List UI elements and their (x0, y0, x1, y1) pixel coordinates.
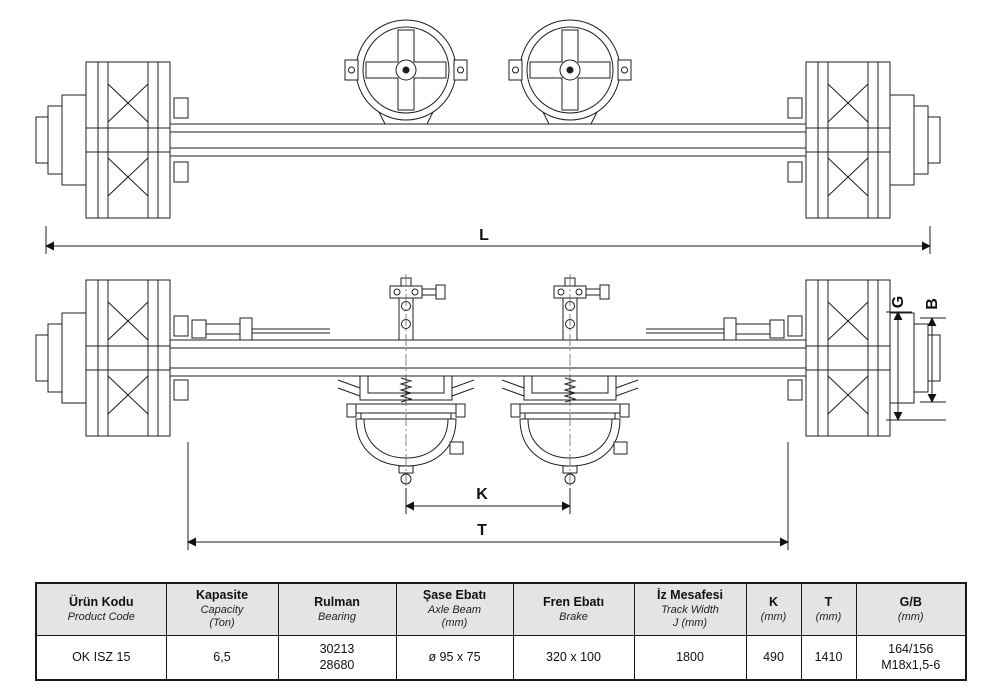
header-subtitle: (mm) (897, 610, 924, 623)
header-axle-beam: Şase Ebatı Axle Beam (mm) (395, 582, 514, 637)
cell-brake: 320 x 100 (512, 635, 635, 681)
dimension-G: G (886, 296, 946, 421)
spec-table-header-row: Ürün Kodu Product Code Kapasite Capacity… (35, 582, 967, 637)
dimension-B: B (920, 298, 946, 403)
cell-k: 490 (745, 635, 802, 681)
header-title: Şase Ebatı (422, 588, 487, 602)
wheel-hub-top-right (787, 61, 941, 219)
header-gb: G/B (mm) (855, 582, 967, 637)
camshaft-right (645, 317, 785, 341)
header-title: Rulman (314, 594, 360, 609)
header-title: K (768, 594, 779, 609)
front-view: G B K (35, 273, 946, 550)
cell-t: 1410 (800, 635, 857, 681)
dimension-L: L (45, 226, 931, 254)
header-subtitle: Axle Beam (427, 603, 482, 616)
header-subtitle: (mm) (815, 610, 842, 623)
header-track-width: İz Mesafesi Track Width J (mm) (633, 582, 747, 637)
header-k: K (mm) (745, 582, 802, 637)
header-title: İz Mesafesi (656, 588, 723, 602)
spec-table: Ürün Kodu Product Code Kapasite Capacity… (35, 582, 967, 681)
cell-gb: 164/156 M18x1,5-6 (855, 635, 967, 681)
cell-track-width: 1800 (633, 635, 747, 681)
spec-table-container: Ürün Kodu Product Code Kapasite Capacity… (0, 570, 1000, 681)
header-subtitle: Brake (559, 610, 588, 623)
wheel-hub-front-right (787, 279, 941, 437)
header-subtitle: Capacity (200, 603, 244, 616)
brake-drum-face-right (508, 19, 632, 125)
header-title: Ürün Kodu (68, 594, 134, 609)
axle-beam-front-view (170, 339, 806, 377)
header-title: G/B (899, 594, 922, 609)
header-unit: (mm) (441, 617, 468, 630)
brake-chamber-right (501, 273, 639, 491)
camshaft-left (191, 317, 331, 341)
header-title: Fren Ebatı (542, 594, 605, 609)
header-product-code: Ürün Kodu Product Code (35, 582, 167, 637)
dim-label-b: B (924, 298, 941, 310)
wheel-hub-front-left (35, 279, 189, 437)
cell-capacity: 6,5 (165, 635, 279, 681)
header-capacity: Kapasite Capacity (Ton) (165, 582, 279, 637)
axle-beam-top-view (170, 123, 806, 157)
header-subtitle: (mm) (760, 610, 787, 623)
header-brake: Fren Ebatı Brake (512, 582, 635, 637)
header-bearing: Rulman Bearing (277, 582, 397, 637)
header-subtitle: Track Width (661, 603, 719, 616)
wheel-hub-top-left (35, 61, 189, 219)
dim-label-l: L (479, 227, 489, 244)
axle-drawing-svg: L G (35, 19, 946, 550)
brake-drum-face-left (344, 19, 468, 125)
header-unit: (Ton) (209, 617, 235, 630)
cell-bearing: 30213 28680 (277, 635, 397, 681)
dim-label-g: G (890, 296, 907, 308)
header-subtitle: Product Code (67, 610, 135, 623)
header-title: T (824, 594, 833, 609)
header-title: Kapasite (195, 588, 249, 602)
top-view: L (35, 19, 941, 254)
cell-axle-beam: ø 95 x 75 (395, 635, 514, 681)
header-unit: J (mm) (672, 617, 708, 630)
dim-label-k: K (476, 486, 488, 503)
header-subtitle: Bearing (318, 610, 356, 623)
cell-product-code: OK ISZ 15 (35, 635, 167, 681)
dim-label-t: T (477, 522, 487, 539)
axle-technical-drawing: L G (35, 19, 946, 550)
header-t: T (mm) (800, 582, 857, 637)
dimension-K: K (405, 486, 571, 514)
dimension-T: T (187, 442, 789, 550)
brake-chamber-left (337, 273, 475, 491)
spec-table-data-row: OK ISZ 15 6,5 30213 28680 ø 95 x 75 320 … (35, 635, 967, 681)
